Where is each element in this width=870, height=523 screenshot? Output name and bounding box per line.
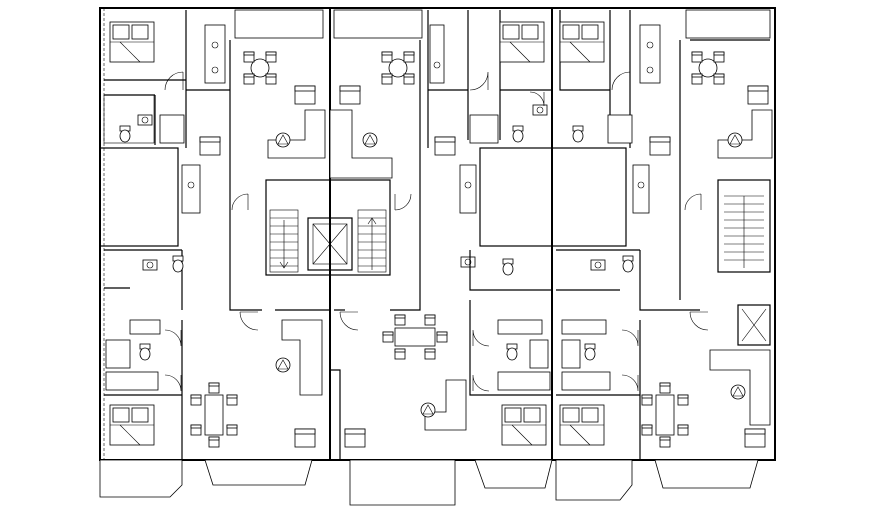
door-swings xyxy=(164,71,709,392)
dining-tables-lower xyxy=(190,314,689,448)
corridor-walls xyxy=(181,200,700,460)
bedroom-upper-center xyxy=(499,21,545,63)
staircase-right xyxy=(717,179,771,273)
staircase-core xyxy=(265,179,391,276)
elevator-shaft xyxy=(307,217,353,271)
bedroom-lower-center xyxy=(501,404,547,446)
bedroom-lower-left xyxy=(109,404,155,446)
elevator-right xyxy=(737,304,771,346)
bath-blocks-lower xyxy=(105,319,611,391)
balcony-top-left xyxy=(234,9,324,39)
light-well-center xyxy=(479,147,627,247)
kitchen-counters xyxy=(181,24,661,214)
balcony-top-right xyxy=(685,9,771,39)
bedroom-upper-right xyxy=(559,21,605,63)
balcony-top-center xyxy=(333,9,423,39)
light-well-left xyxy=(99,147,179,247)
balconies-bottom xyxy=(99,459,759,506)
interior-walls-lower xyxy=(104,249,640,460)
bedroom-upper-left xyxy=(109,21,155,63)
bedroom-lower-right xyxy=(559,404,605,446)
bathrooms xyxy=(103,94,634,276)
